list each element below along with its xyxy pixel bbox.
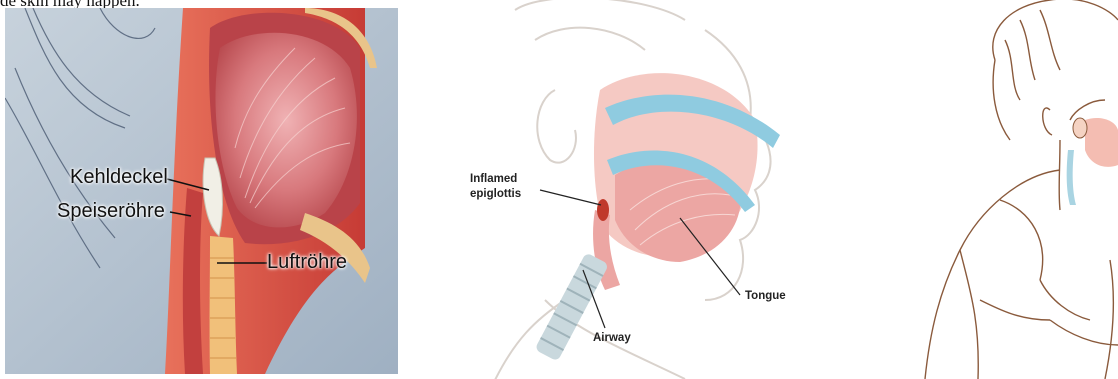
label-inflamed-epiglottis: Inflamed epiglottis [470, 172, 521, 202]
label-luftroehre: Luftröhre [267, 251, 347, 274]
throat-anatomy-illustration-german: Kehldeckel Speiseröhre Luftröhre [5, 8, 398, 374]
label-speiseroehre: Speiseröhre [57, 200, 165, 223]
label-inflamed-line2: epiglottis [470, 187, 521, 202]
child-sketch-illustration [900, 0, 1118, 379]
label-airway: Airway [593, 331, 631, 346]
child-sketch-drawing [900, 0, 1118, 379]
label-tongue: Tongue [745, 289, 786, 304]
throat-anatomy-drawing [5, 8, 398, 374]
label-inflamed-line1: Inflamed [470, 172, 521, 187]
label-kehldeckel: Kehldeckel [70, 166, 168, 189]
epiglottitis-illustration: Inflamed epiglottis Tongue Airway [455, 0, 815, 379]
